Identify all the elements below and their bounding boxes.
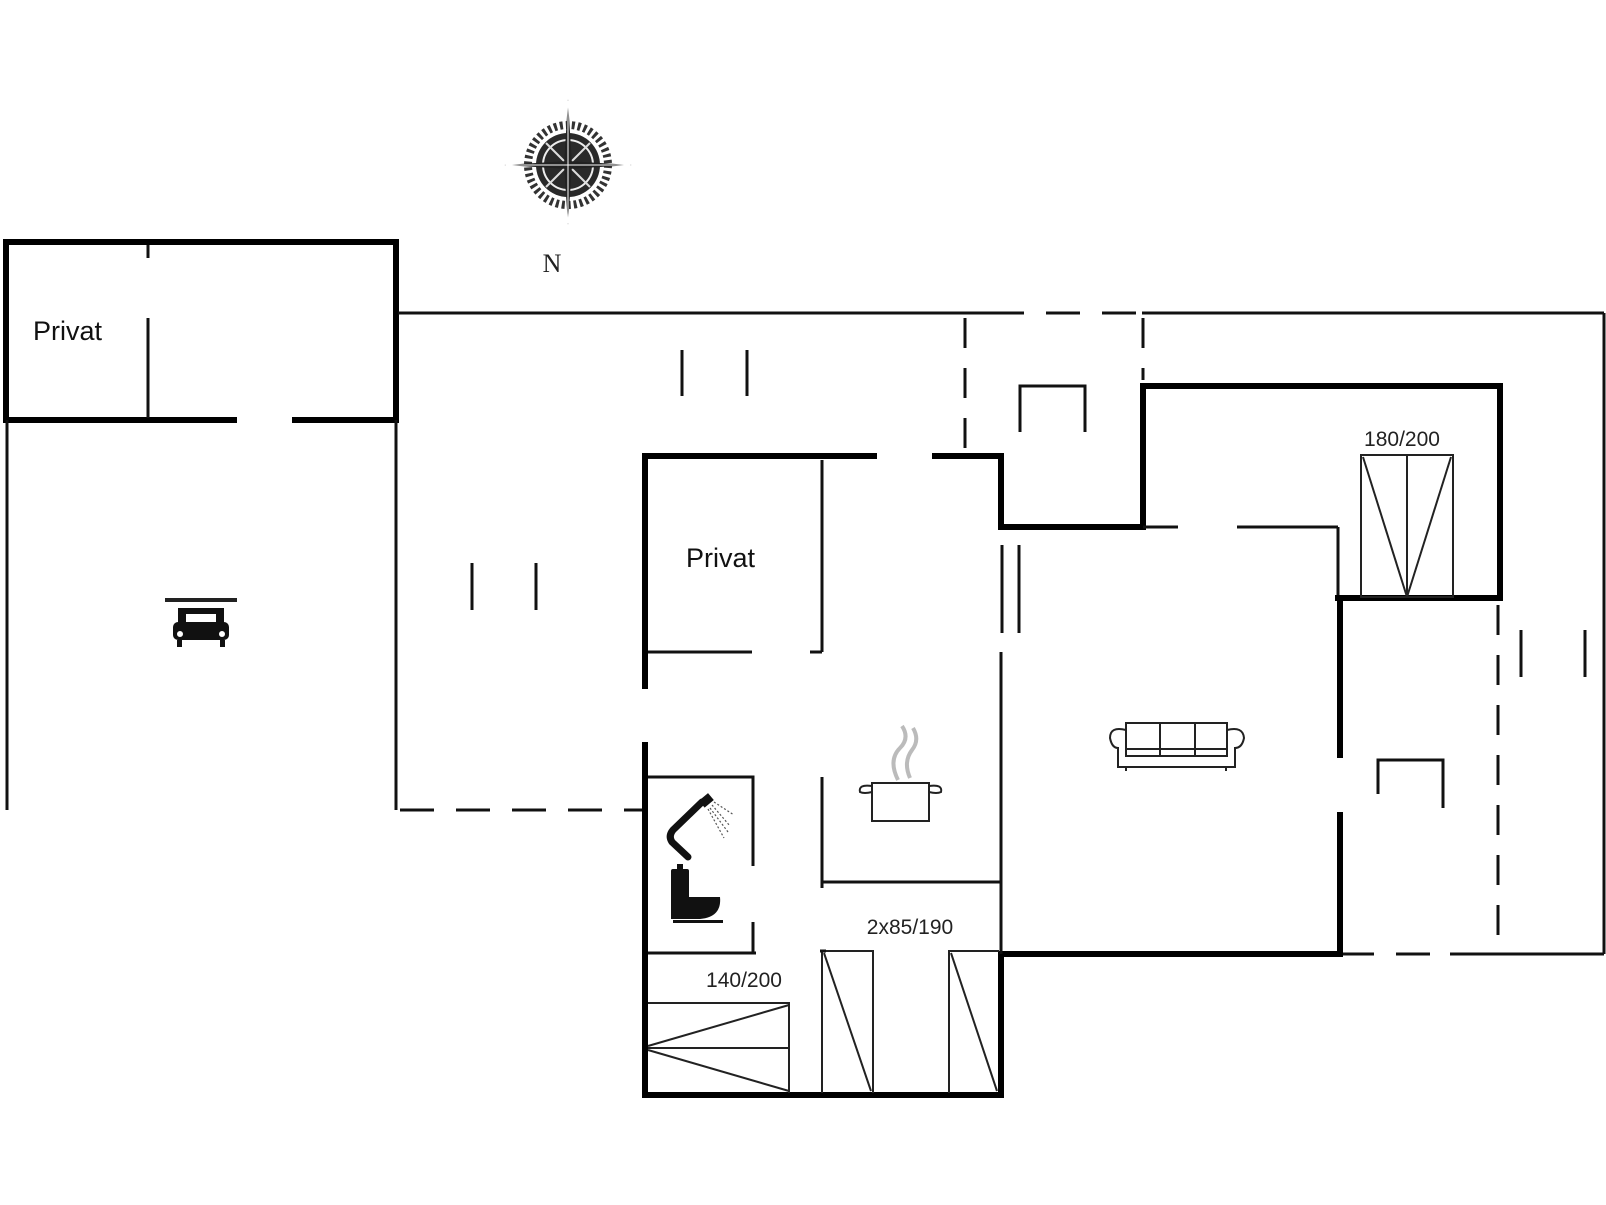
bed-label-master: 180/200: [1364, 428, 1440, 451]
bed-twin: [820, 949, 999, 1093]
terrace-outline: [398, 311, 1606, 956]
bed-master: [1360, 454, 1454, 598]
bed-label-twin: 2x85/190: [867, 916, 953, 939]
toilet-icon: [671, 864, 723, 923]
room-label-private-garage: Privat: [33, 316, 103, 346]
shower-icon: [666, 793, 735, 861]
carport: [3, 239, 399, 810]
room-label-private-center: Privat: [686, 543, 756, 573]
compass-rose-icon: [504, 99, 632, 225]
bed-double: [647, 1002, 790, 1093]
car-icon: [165, 598, 237, 647]
cooking-pot-icon: [858, 724, 943, 822]
sofa-icon: [1108, 722, 1246, 771]
north-label: N: [543, 249, 562, 278]
bed-label-double: 140/200: [706, 969, 782, 992]
terrace-markers: [470, 350, 1587, 677]
